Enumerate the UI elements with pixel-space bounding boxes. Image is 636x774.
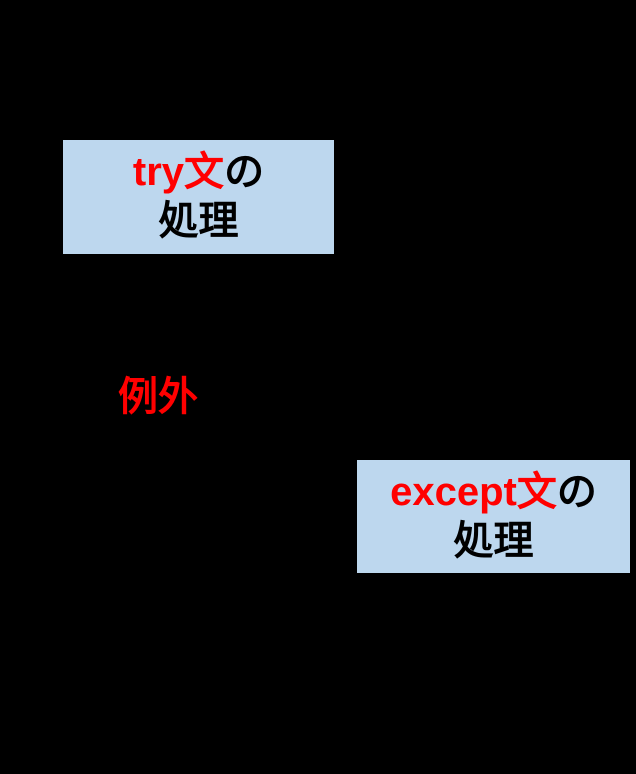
try-keyword-text: try文 [132,150,225,194]
except-box-line2: 処理 [453,518,534,563]
except-block-box: except文の 処理 [357,460,630,573]
exception-label: 例外 [118,375,198,419]
try-suffix-text: の [224,150,265,194]
except-keyword-text: except文 [390,469,557,514]
except-suffix-text: の [556,469,597,514]
try-block-box: try文の 処理 [63,140,334,254]
except-box-line1: except文の [390,468,597,517]
try-box-line2: 処理 [158,199,239,243]
try-box-line1: try文の [133,148,264,197]
